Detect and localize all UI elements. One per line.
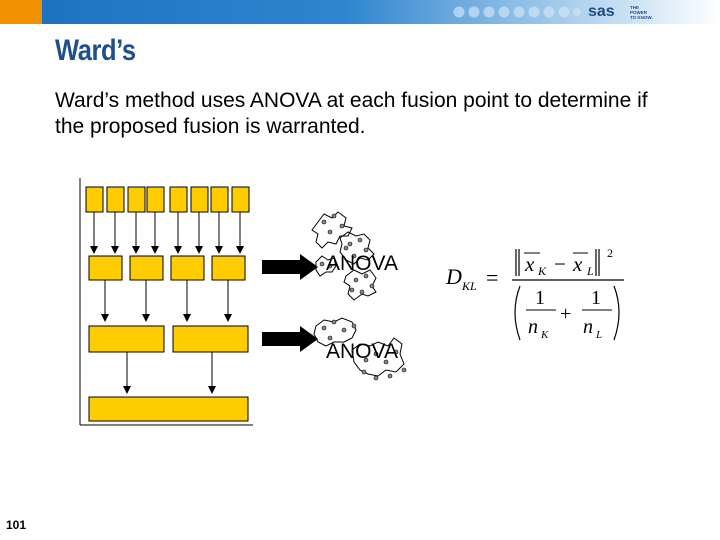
root-cluster-box xyxy=(89,397,248,421)
formula-power: 2 xyxy=(607,246,613,260)
leaf-box xyxy=(232,187,249,212)
merge-box-level-1 xyxy=(171,256,204,280)
leaf-box xyxy=(147,187,164,212)
formula-n-sub-l: L xyxy=(595,329,602,341)
leaf-boxes xyxy=(86,187,249,212)
formula-plus: + xyxy=(560,303,571,325)
merge-box-level-1 xyxy=(89,256,122,280)
merge-box-level-2 xyxy=(89,326,164,352)
formula-one-a: 1 xyxy=(535,287,545,309)
leaf-box xyxy=(107,187,124,212)
merge-box-level-1 xyxy=(212,256,245,280)
anova-label-bottom: ANOVA xyxy=(326,340,398,364)
anova-arrow-bottom xyxy=(262,326,318,352)
formula-xbar-l: x xyxy=(572,252,583,276)
leaf-box xyxy=(211,187,228,212)
formula-lhs-subscript: KL xyxy=(461,279,477,293)
leaf-box xyxy=(191,187,208,212)
formula-minus: − xyxy=(554,252,566,276)
leaf-box xyxy=(170,187,187,212)
formula-one-b: 1 xyxy=(591,287,601,309)
wards-distance-formula: D KL = x K − x L 2 1 n K + 1 n L xyxy=(445,246,624,341)
leaf-box xyxy=(86,187,103,212)
page-number: 101 xyxy=(6,518,26,532)
leaf-box xyxy=(128,187,145,212)
anova-arrow-top xyxy=(262,254,318,280)
merge-box-level-1 xyxy=(130,256,163,280)
formula-sub-k: K xyxy=(537,264,547,278)
formula-n-l: n xyxy=(583,316,593,338)
merge-box-level-2 xyxy=(173,326,248,352)
formula-n-k: n xyxy=(528,316,538,338)
formula-sub-l: L xyxy=(586,264,594,278)
formula-equals: = xyxy=(486,265,498,290)
formula-n-sub-k: K xyxy=(540,329,549,341)
anova-label-top: ANOVA xyxy=(326,252,398,276)
formula-xbar-k: x xyxy=(524,252,535,276)
formula-lhs: D xyxy=(445,264,462,289)
